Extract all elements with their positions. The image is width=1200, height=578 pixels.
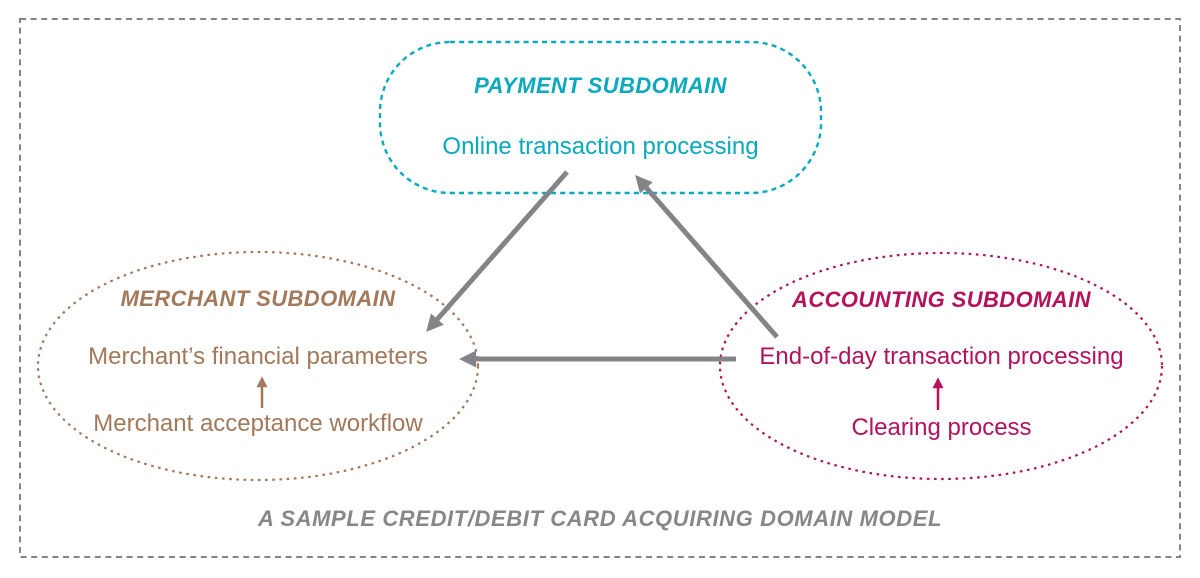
accounting-subdomain: ACCOUNTING SUBDOMAIN End-of-day transact… <box>720 253 1163 479</box>
payment-subdomain: PAYMENT SUBDOMAIN Online transaction pro… <box>380 42 821 193</box>
merchant-subdomain-item-parameters: Merchant’s financial parameters <box>88 343 428 370</box>
merchant-subdomain: MERCHANT SUBDOMAIN Merchant’s financial … <box>38 252 478 481</box>
arrow-accounting-to-payment <box>635 175 779 339</box>
accounting-subdomain-shape <box>718 251 1164 481</box>
merchant-subdomain-shape <box>36 250 480 482</box>
accounting-subdomain-item-clearing: Clearing process <box>851 414 1032 441</box>
accounting-subdomain-title: ACCOUNTING SUBDOMAIN <box>792 287 1091 312</box>
arrow-payment-to-merchant <box>426 170 569 332</box>
payment-subdomain-shape <box>378 40 823 195</box>
accounting-subdomain-item-eod: End-of-day transaction processing <box>759 343 1124 370</box>
payment-subdomain-item: Online transaction processing <box>442 133 759 160</box>
diagram-caption: A SAMPLE CREDIT/DEBIT CARD ACQUIRING DOM… <box>257 506 943 531</box>
payment-subdomain-title: PAYMENT SUBDOMAIN <box>474 73 727 98</box>
diagram-border <box>19 18 1181 558</box>
merchant-subdomain-title: MERCHANT SUBDOMAIN <box>120 286 396 311</box>
merchant-subdomain-item-workflow: Merchant acceptance workflow <box>93 410 423 437</box>
